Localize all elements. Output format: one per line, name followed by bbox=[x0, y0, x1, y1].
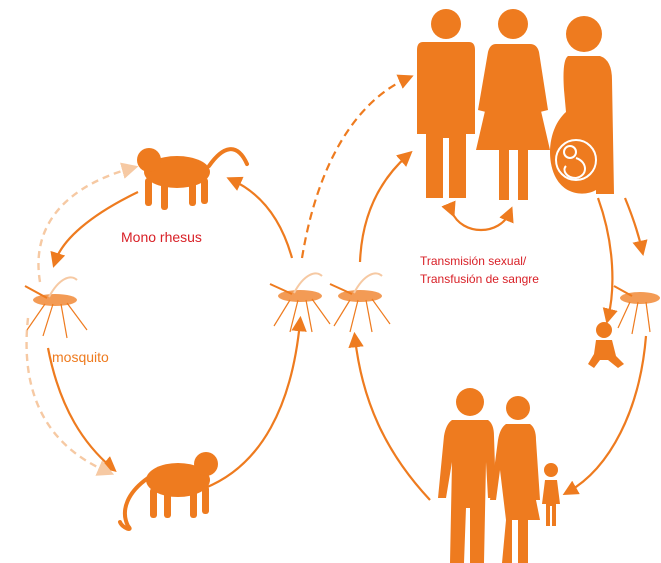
arrow-couple-sexual bbox=[452, 212, 510, 230]
transmission-label-line1: Transmisión sexual/ bbox=[420, 254, 527, 268]
mosquito-icon bbox=[25, 277, 87, 338]
woman-icon bbox=[490, 396, 540, 563]
arrow-pregnant-to-mosquito-right bbox=[625, 198, 642, 250]
mosquito-icon bbox=[614, 286, 660, 334]
arrow-monkey-lower-to-mosquito bbox=[205, 322, 300, 488]
arrow-monkey-to-mosquito bbox=[55, 192, 138, 262]
monkey-label: Mono rhesus bbox=[121, 229, 202, 245]
arrow-mosquito-to-monkey-upper bbox=[232, 180, 292, 258]
baby-icon bbox=[588, 322, 624, 368]
woman-icon bbox=[476, 9, 550, 200]
arrow-mosquito-to-monkey-lower bbox=[48, 348, 112, 468]
man-icon bbox=[417, 9, 475, 198]
mosquito-label: mosquito bbox=[52, 349, 109, 365]
man-icon bbox=[438, 388, 496, 563]
mosquito-icon bbox=[330, 273, 390, 332]
arrow-family-to-mosquito bbox=[355, 338, 430, 500]
dashed-arrow-down-left bbox=[27, 318, 108, 472]
pregnant-woman-icon bbox=[550, 16, 614, 194]
dashed-arrow-mosquito-to-humans bbox=[302, 78, 408, 258]
monkey-icon bbox=[120, 452, 218, 529]
arrow-mosquito-to-couple bbox=[360, 155, 408, 262]
arrow-pregnant-to-baby bbox=[598, 198, 612, 318]
child-icon bbox=[542, 463, 560, 526]
transmission-label-line2: Transfusión de sangre bbox=[420, 272, 539, 286]
monkey-icon bbox=[137, 148, 247, 210]
sylvatic-cycle-arrows bbox=[48, 180, 300, 488]
